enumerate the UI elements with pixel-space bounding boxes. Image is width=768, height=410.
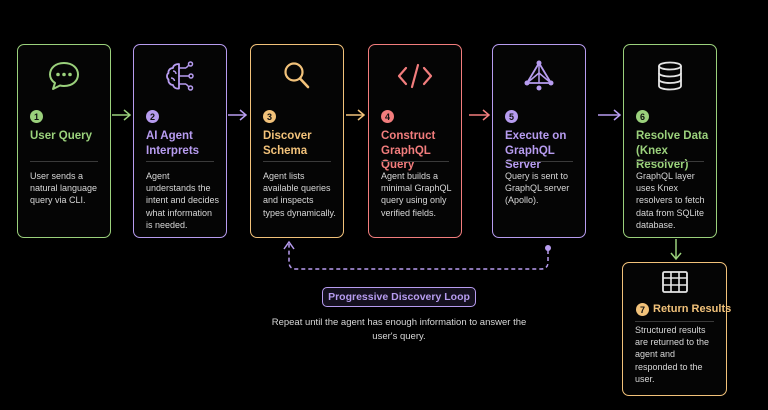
step-number: 6 bbox=[636, 110, 649, 123]
divider bbox=[381, 161, 449, 162]
step-number: 4 bbox=[381, 110, 394, 123]
table-icon bbox=[623, 269, 726, 295]
step-description: User sends a natural language query via … bbox=[30, 171, 98, 206]
step-card-discover-schema: 3 Discover Schema Agent lists available … bbox=[250, 44, 344, 238]
arrow-right-icon bbox=[112, 109, 132, 121]
step-description: Structured results are returned to the a… bbox=[635, 325, 710, 384]
step-card-resolve-data: 6 Resolve Data (Knex Resolver) GraphQL l… bbox=[623, 44, 717, 238]
step-number: 5 bbox=[505, 110, 518, 123]
step-title: AI Agent Interprets bbox=[146, 130, 200, 157]
step-number: 7 bbox=[636, 303, 649, 316]
divider bbox=[636, 161, 704, 162]
step-description: Query is sent to GraphQL server (Apollo)… bbox=[505, 171, 570, 206]
database-icon bbox=[624, 59, 716, 93]
step-title: Execute on GraphQL Server bbox=[505, 130, 567, 171]
divider bbox=[30, 161, 98, 162]
divider bbox=[505, 161, 573, 162]
arrow-right-icon bbox=[228, 109, 248, 121]
arrow-right-icon bbox=[469, 109, 491, 121]
code-icon bbox=[369, 59, 461, 93]
graphql-icon bbox=[493, 59, 585, 93]
step-card-user-query: 1 User Query User sends a natural langua… bbox=[17, 44, 111, 238]
arrow-right-icon bbox=[598, 109, 622, 121]
step-description: Agent builds a minimal GraphQL query usi… bbox=[381, 171, 452, 218]
magnifier-icon bbox=[251, 59, 343, 93]
step-title: Return Results bbox=[653, 303, 732, 315]
divider bbox=[146, 161, 214, 162]
step-number: 3 bbox=[263, 110, 276, 123]
step-description: Agent lists available queries and inspec… bbox=[263, 171, 336, 218]
step-description: GraphQL layer uses Knex resolvers to fet… bbox=[636, 171, 705, 230]
step-number: 1 bbox=[30, 110, 43, 123]
arrow-down-icon bbox=[670, 239, 682, 261]
divider bbox=[263, 161, 331, 162]
step-number: 2 bbox=[146, 110, 159, 123]
step-title: User Query bbox=[30, 130, 93, 142]
step-card-construct-query: 4 Construct GraphQL Query Agent builds a… bbox=[368, 44, 462, 238]
loop-arrow bbox=[283, 240, 551, 270]
step-card-ai-agent: 2 AI Agent Interprets Agent understands … bbox=[133, 44, 227, 238]
arrow-right-icon bbox=[346, 109, 366, 121]
step-title: Construct GraphQL Query bbox=[381, 130, 436, 171]
loop-label: Progressive Discovery Loop bbox=[322, 287, 476, 307]
step-card-return-results: 7 Return Results Structured results are … bbox=[622, 262, 731, 396]
step-title: Discover Schema bbox=[263, 130, 312, 157]
loop-note: Repeat until the agent has enough inform… bbox=[271, 317, 527, 342]
divider bbox=[635, 321, 714, 322]
step-title: Resolve Data (Knex Resolver) bbox=[636, 130, 709, 171]
chat-bubble-icon bbox=[18, 59, 110, 93]
step-card-execute-server: 5 Execute on GraphQL Server Query is sen… bbox=[492, 44, 586, 238]
step-description: Agent understands the intent and decides… bbox=[146, 171, 220, 230]
brain-icon bbox=[134, 59, 226, 93]
